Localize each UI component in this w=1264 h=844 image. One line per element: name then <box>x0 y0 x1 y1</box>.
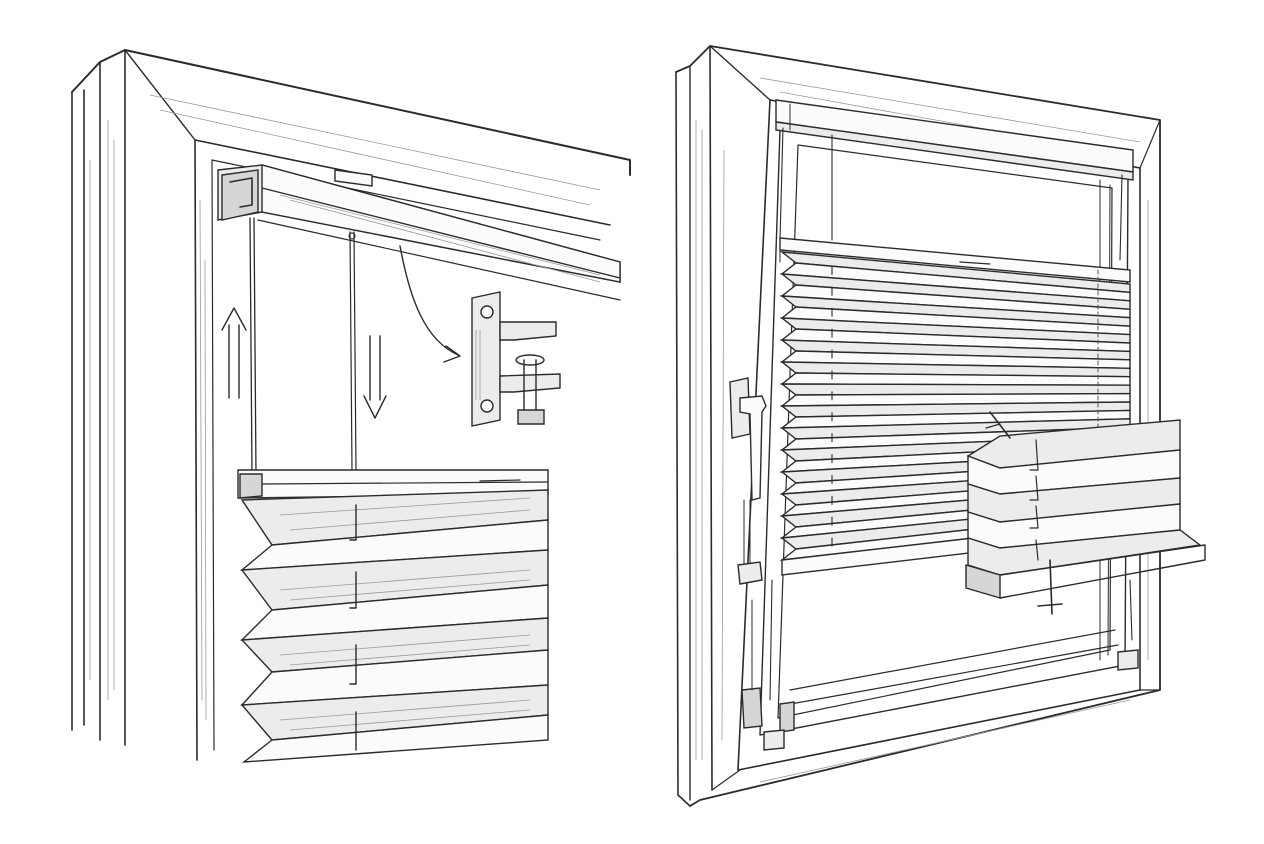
right-panel-window <box>675 45 1206 807</box>
down-arrow-icon <box>363 335 387 419</box>
bracket-leader-arrow <box>399 245 461 363</box>
left-panel-detail <box>71 49 631 763</box>
right-blind-top-rail <box>779 237 1131 283</box>
right-head-rail <box>775 99 1134 181</box>
lower-cord-tensioner-icon <box>737 561 1139 751</box>
left-pleats <box>239 489 549 763</box>
left-head-rail <box>217 164 621 301</box>
window-handle-icon <box>729 377 767 581</box>
clamp-bracket-icon <box>471 291 561 427</box>
left-window-frame <box>71 49 631 761</box>
up-arrow-icon <box>221 307 247 399</box>
pleat-profile-callout <box>965 411 1206 615</box>
right-cords <box>769 127 1133 701</box>
left-cords <box>249 217 357 475</box>
